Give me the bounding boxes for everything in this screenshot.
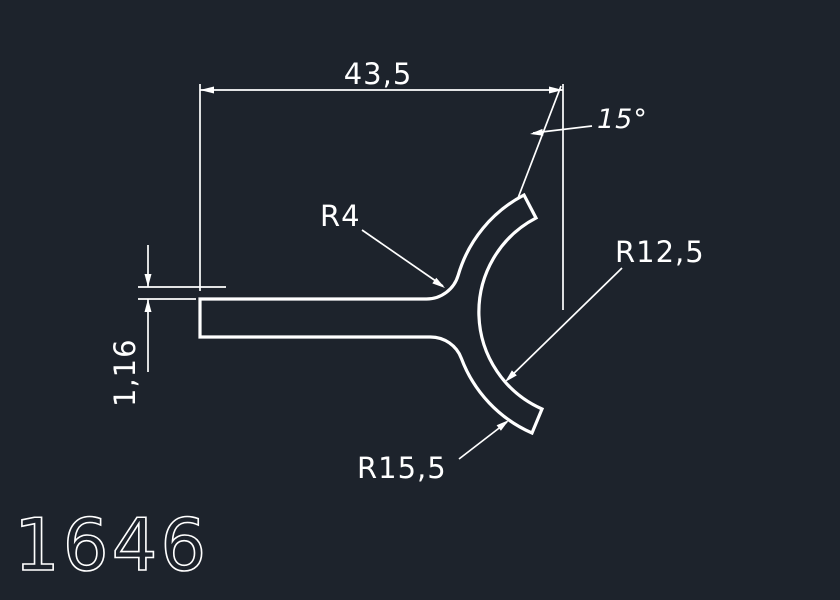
arrowhead-r4 — [432, 277, 445, 288]
dimension-angle: 15° — [517, 85, 648, 199]
dim-thickness-label: 1,16 — [108, 338, 142, 407]
arrowhead-right — [549, 86, 563, 94]
arrowhead-thickness-upper — [144, 274, 152, 287]
profile-outline — [198, 192, 545, 436]
dim-r15-label: R15,5 — [357, 451, 447, 485]
dim-angle-label: 15° — [597, 104, 648, 135]
dim-r12-label: R12,5 — [615, 235, 705, 269]
dim-r4-label: R4 — [320, 199, 361, 233]
dimension-width: 43,5 — [199, 57, 564, 310]
arrowhead-thickness-lower — [144, 299, 152, 312]
angle-extension-line — [517, 85, 562, 199]
profile-path — [198, 192, 545, 436]
r12-leader-line — [506, 267, 623, 381]
angle-leader-line — [532, 125, 593, 134]
arrowhead-angle — [530, 128, 544, 136]
leader-radius-inner: R12,5 — [505, 235, 705, 382]
part-number-text: 1646 — [14, 503, 209, 587]
leader-radius-fillet: R4 — [320, 199, 445, 288]
dim-width-label: 43,5 — [344, 57, 413, 91]
arrowhead-r12 — [505, 370, 517, 382]
arrowhead-r15 — [496, 420, 509, 431]
leader-radius-outer: R15,5 — [357, 420, 509, 485]
r4-leader-line — [361, 229, 444, 287]
dimension-thickness: 1,16 — [108, 245, 226, 407]
arrowhead-left — [200, 86, 214, 94]
